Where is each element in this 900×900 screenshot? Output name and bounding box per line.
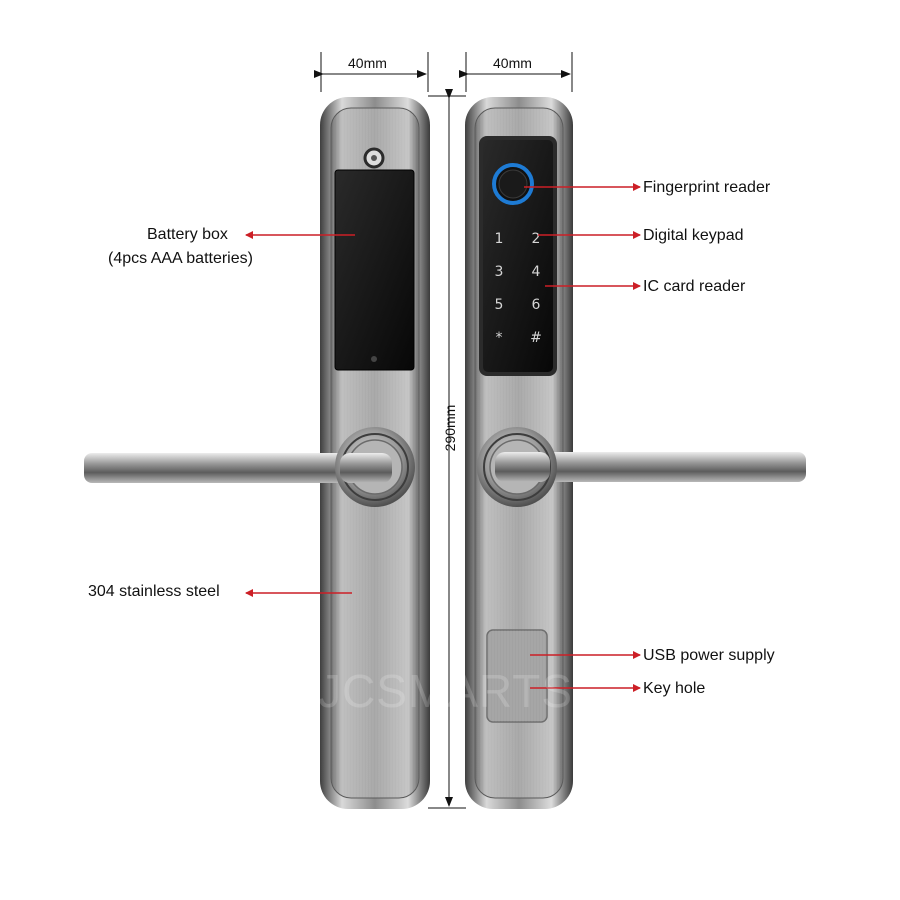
keypad-key-star: * <box>496 330 503 346</box>
label-stainless-steel: 304 stainless steel <box>88 583 220 600</box>
keypad-key-4: 4 <box>532 264 541 280</box>
watermark: JCSMARTS <box>318 665 574 717</box>
label-key-hole: Key hole <box>643 680 706 697</box>
outer-handle <box>477 427 806 507</box>
label-ic-card-reader: IC card reader <box>643 278 746 295</box>
keypad-key-5: 5 <box>495 297 504 313</box>
inner-handle <box>84 427 415 507</box>
label-battery-detail: (4pcs AAA batteries) <box>108 250 253 267</box>
keypad-key-6: 6 <box>532 297 541 313</box>
keypad-key-2: 2 <box>532 231 541 247</box>
label-digital-keypad: Digital keypad <box>643 227 744 244</box>
callout-arrows <box>245 183 641 692</box>
height-dimension: 290mm <box>442 404 458 452</box>
dimension-lines <box>314 52 573 809</box>
width-dimension-right: 40mm <box>493 55 532 71</box>
label-battery-box: Battery box <box>147 226 228 243</box>
width-dimension-left: 40mm <box>348 55 387 71</box>
keypad-key-3: 3 <box>495 264 504 280</box>
label-fingerprint-reader: Fingerprint reader <box>643 179 771 196</box>
keypad-key-hash: # <box>530 330 542 346</box>
keypad-key-1: 1 <box>495 231 504 247</box>
label-usb-power-supply: USB power supply <box>643 647 775 664</box>
keypad-keys: 1 2 3 4 5 6 * # <box>495 231 542 346</box>
